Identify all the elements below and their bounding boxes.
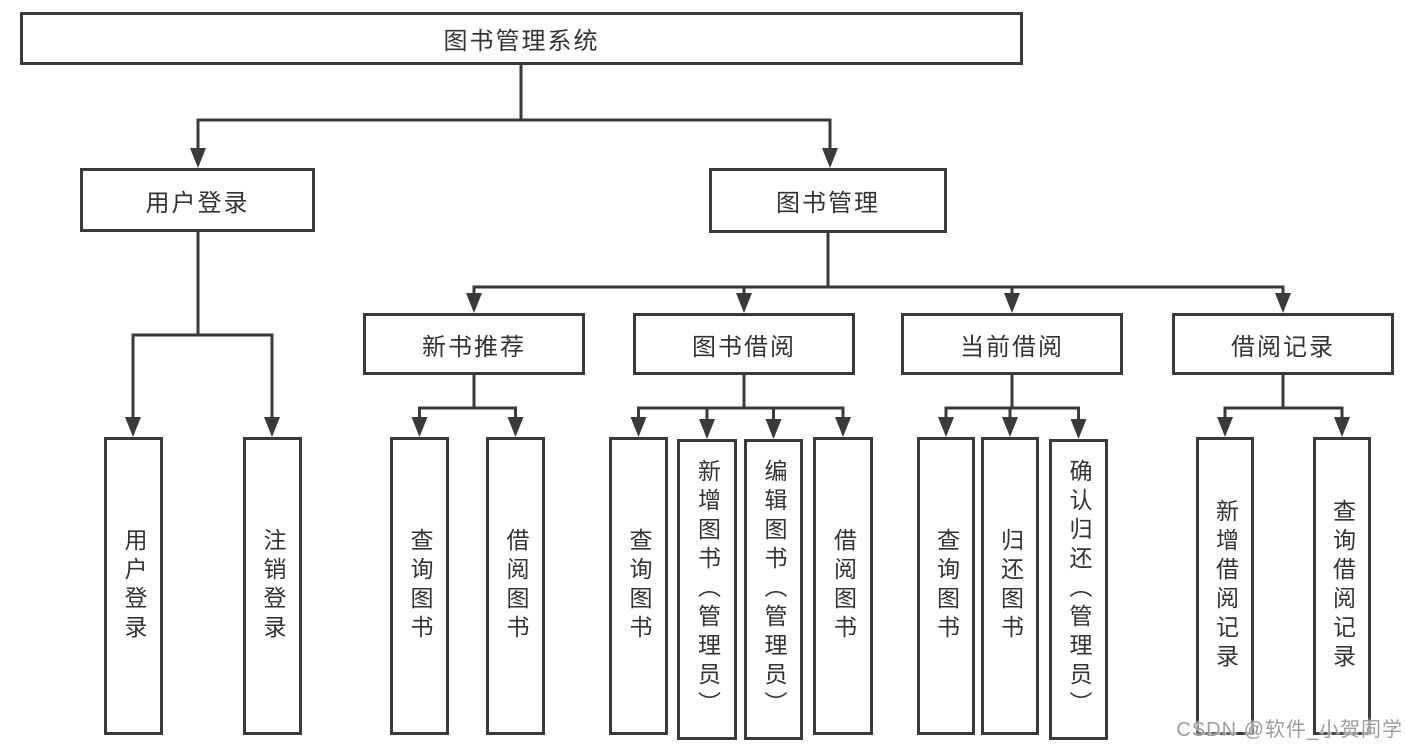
node-user-login: 用户登录 bbox=[80, 168, 315, 232]
node-leaf-borrow-books-1-label: 借阅图书 bbox=[503, 528, 529, 644]
csdn-watermark: CSDN @软件_小贺同学 bbox=[1176, 719, 1403, 741]
node-leaf-query-books-3: 查询图书 bbox=[917, 437, 975, 735]
node-leaf-confirm-return-admin: 确认归还（管理员） bbox=[1049, 439, 1108, 740]
node-leaf-return-books: 归还图书 bbox=[981, 437, 1039, 735]
arrowheads bbox=[125, 148, 1350, 439]
node-leaf-edit-books-admin-label: 编辑图书（管理员） bbox=[761, 459, 787, 720]
node-leaf-user-login-label: 用户登录 bbox=[121, 528, 147, 644]
node-leaf-query-borrow-record: 查询借阅记录 bbox=[1313, 437, 1371, 735]
node-leaf-borrow-books-1: 借阅图书 bbox=[486, 437, 545, 735]
node-borrow-record: 借阅记录 bbox=[1172, 313, 1394, 375]
node-leaf-user-login: 用户登录 bbox=[104, 437, 163, 735]
node-leaf-query-books-1-label: 查询图书 bbox=[407, 528, 433, 644]
node-leaf-edit-books-admin: 编辑图书（管理员） bbox=[744, 439, 803, 740]
node-leaf-add-borrow-record: 新增借阅记录 bbox=[1196, 437, 1254, 735]
node-new-book-recommend: 新书推荐 bbox=[363, 313, 585, 375]
node-current-borrow: 当前借阅 bbox=[901, 313, 1123, 375]
node-leaf-logout: 注销登录 bbox=[243, 437, 302, 735]
node-book-borrow: 图书借阅 bbox=[633, 313, 855, 375]
node-leaf-add-books-admin-label: 新增图书（管理员） bbox=[694, 459, 721, 720]
node-leaf-borrow-books-2-label: 借阅图书 bbox=[830, 528, 857, 644]
node-root: 图书管理系统 bbox=[20, 12, 1023, 65]
node-leaf-query-borrow-record-label: 查询借阅记录 bbox=[1329, 499, 1356, 673]
node-leaf-query-books-2-label: 查询图书 bbox=[626, 528, 652, 644]
node-leaf-add-books-admin: 新增图书（管理员） bbox=[677, 439, 737, 740]
node-leaf-borrow-books-2: 借阅图书 bbox=[813, 437, 873, 735]
node-leaf-query-books-1: 查询图书 bbox=[390, 437, 449, 735]
node-leaf-add-borrow-record-label: 新增借阅记录 bbox=[1212, 499, 1239, 673]
node-leaf-return-books-label: 归还图书 bbox=[997, 528, 1024, 644]
node-leaf-logout-label: 注销登录 bbox=[260, 528, 286, 644]
node-book-management: 图书管理 bbox=[709, 168, 947, 233]
node-leaf-confirm-return-admin-label: 确认归还（管理员） bbox=[1066, 459, 1092, 720]
node-leaf-query-books-3-label: 查询图书 bbox=[933, 528, 960, 644]
node-leaf-query-books-2: 查询图书 bbox=[609, 437, 668, 735]
